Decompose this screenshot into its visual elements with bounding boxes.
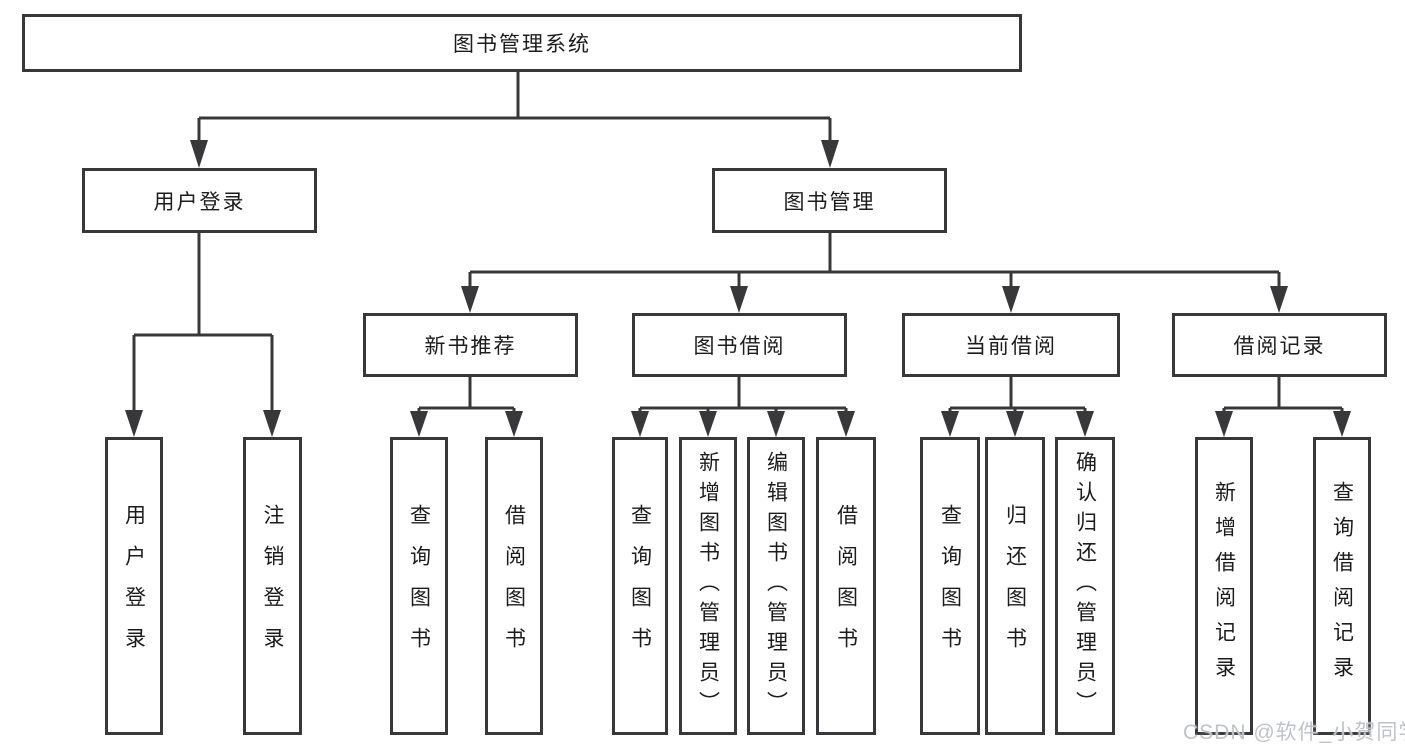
- leaf-borrow-query-books-label: 查询图书: [628, 504, 652, 668]
- leaf-user-login: 用户登录: [105, 437, 163, 735]
- node-book-borrow-label: 图书借阅: [693, 335, 786, 358]
- leaf-current-query-books-label: 查询图书: [938, 504, 962, 668]
- node-user-login-label: 用户登录: [153, 190, 246, 214]
- leaf-recommend-query-books: 查询图书: [390, 437, 448, 735]
- node-book-borrow: 图书借阅: [632, 313, 847, 377]
- leaf-return-books-label: 归还图书: [1003, 504, 1027, 668]
- leaf-logout: 注销登录: [243, 437, 302, 735]
- node-current-borrow: 当前借阅: [902, 313, 1120, 377]
- leaf-current-query-books: 查询图书: [920, 437, 980, 735]
- leaf-confirm-return-admin: 确认归还（管理员）: [1055, 437, 1115, 735]
- node-new-book-recommend-label: 新书推荐: [424, 335, 517, 358]
- leaf-edit-books-admin-label: 编辑图书（管理员）: [764, 451, 788, 721]
- leaf-edit-books-admin: 编辑图书（管理员）: [747, 437, 805, 735]
- leaf-return-books: 归还图书: [985, 437, 1045, 735]
- node-new-book-recommend: 新书推荐: [363, 313, 578, 377]
- node-root-label: 图书管理系统: [453, 33, 591, 56]
- node-borrow-records: 借阅记录: [1172, 313, 1387, 377]
- node-current-borrow-label: 当前借阅: [965, 335, 1057, 358]
- arrow-down-icons: [125, 140, 1351, 437]
- leaf-confirm-return-admin-label: 确认归还（管理员）: [1073, 451, 1097, 721]
- leaf-logout-label: 注销登录: [261, 504, 284, 668]
- leaf-borrow-query-books: 查询图书: [612, 437, 668, 735]
- leaf-borrow-books: 借阅图书: [816, 437, 876, 735]
- leaf-query-borrow-record: 查询借阅记录: [1313, 437, 1371, 735]
- leaf-recommend-borrow-books-label: 借阅图书: [502, 504, 526, 668]
- leaf-recommend-query-books-label: 查询图书: [407, 504, 431, 668]
- node-root: 图书管理系统: [22, 14, 1022, 72]
- leaf-recommend-borrow-books: 借阅图书: [485, 437, 543, 735]
- leaf-query-borrow-record-label: 查询借阅记录: [1330, 481, 1354, 691]
- node-user-login: 用户登录: [82, 168, 317, 233]
- node-book-management: 图书管理: [712, 168, 947, 233]
- node-book-management-label: 图书管理: [783, 190, 876, 214]
- leaf-borrow-books-label: 借阅图书: [834, 504, 858, 668]
- leaf-add-books-admin-label: 新增图书（管理员）: [696, 451, 720, 721]
- watermark: CSDN @软件_小贺同学: [1183, 721, 1405, 744]
- leaf-user-login-label: 用户登录: [122, 504, 146, 668]
- leaf-add-borrow-record: 新增借阅记录: [1195, 437, 1253, 735]
- leaf-add-borrow-record-label: 新增借阅记录: [1212, 481, 1236, 691]
- leaf-add-books-admin: 新增图书（管理员）: [679, 437, 737, 735]
- node-borrow-records-label: 借阅记录: [1233, 335, 1326, 358]
